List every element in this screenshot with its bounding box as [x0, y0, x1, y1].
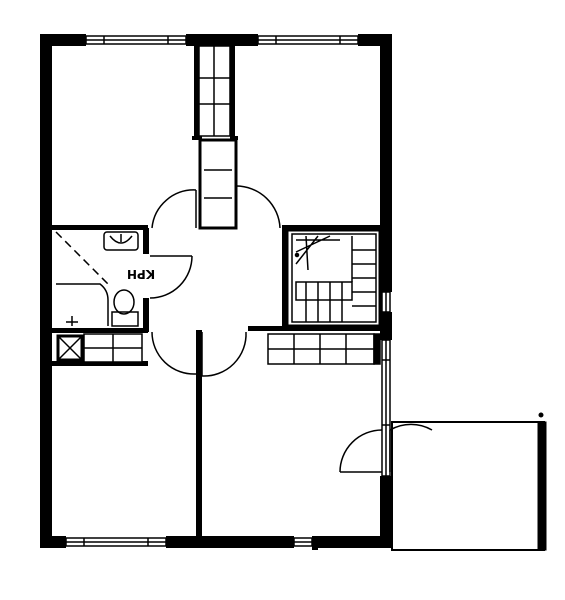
window-icon [257, 35, 359, 45]
window-icon [381, 291, 391, 313]
right-wall-lower [380, 476, 392, 548]
interior-walls [52, 46, 380, 536]
door-swing-icon [149, 185, 433, 473]
window-icon [293, 537, 313, 547]
door-jamb [230, 136, 238, 140]
closets [56, 333, 381, 365]
shower-tray [56, 283, 109, 326]
bathroom-right-wall-lower [143, 298, 149, 332]
bottom-wall-left [40, 536, 66, 548]
bathroom-right-wall-upper [143, 228, 149, 254]
wall-bottom-divider [196, 330, 202, 536]
bottom-wall-right [312, 536, 392, 548]
outer-walls [40, 34, 392, 550]
toilet-icon [111, 289, 139, 327]
window-icon [85, 35, 187, 45]
bathroom-bottom-wall [52, 328, 148, 333]
right-wall-mid [380, 312, 392, 340]
left-wall [40, 34, 52, 548]
wall-lower-left [52, 361, 148, 366]
sink-icon [103, 231, 139, 251]
window-icon [381, 339, 391, 477]
central-partition-top-right [230, 46, 235, 138]
bathroom-fixtures [55, 231, 139, 327]
stair-icon [285, 228, 382, 328]
bottom-wall-extension [312, 536, 318, 550]
windows [65, 35, 391, 547]
wall-bedroom-tl-bottom [52, 225, 148, 230]
right-wall-upper [380, 34, 392, 292]
shower-divider [55, 231, 109, 285]
stair-bottom-wall [248, 326, 380, 331]
door-jamb [192, 136, 202, 140]
shaft-icon [56, 334, 84, 362]
window-icon [65, 537, 167, 547]
shaft-icon [198, 45, 238, 230]
bathroom-label: KPH [127, 267, 155, 281]
shower-drain-icon [66, 316, 78, 326]
balcony [391, 412, 547, 551]
central-partition-top [194, 46, 199, 138]
wall-bedroom-tr-bottom [282, 225, 380, 230]
bottom-wall-middle [166, 536, 294, 548]
stair-left-wall [282, 228, 287, 328]
top-wall-middle [186, 34, 258, 46]
